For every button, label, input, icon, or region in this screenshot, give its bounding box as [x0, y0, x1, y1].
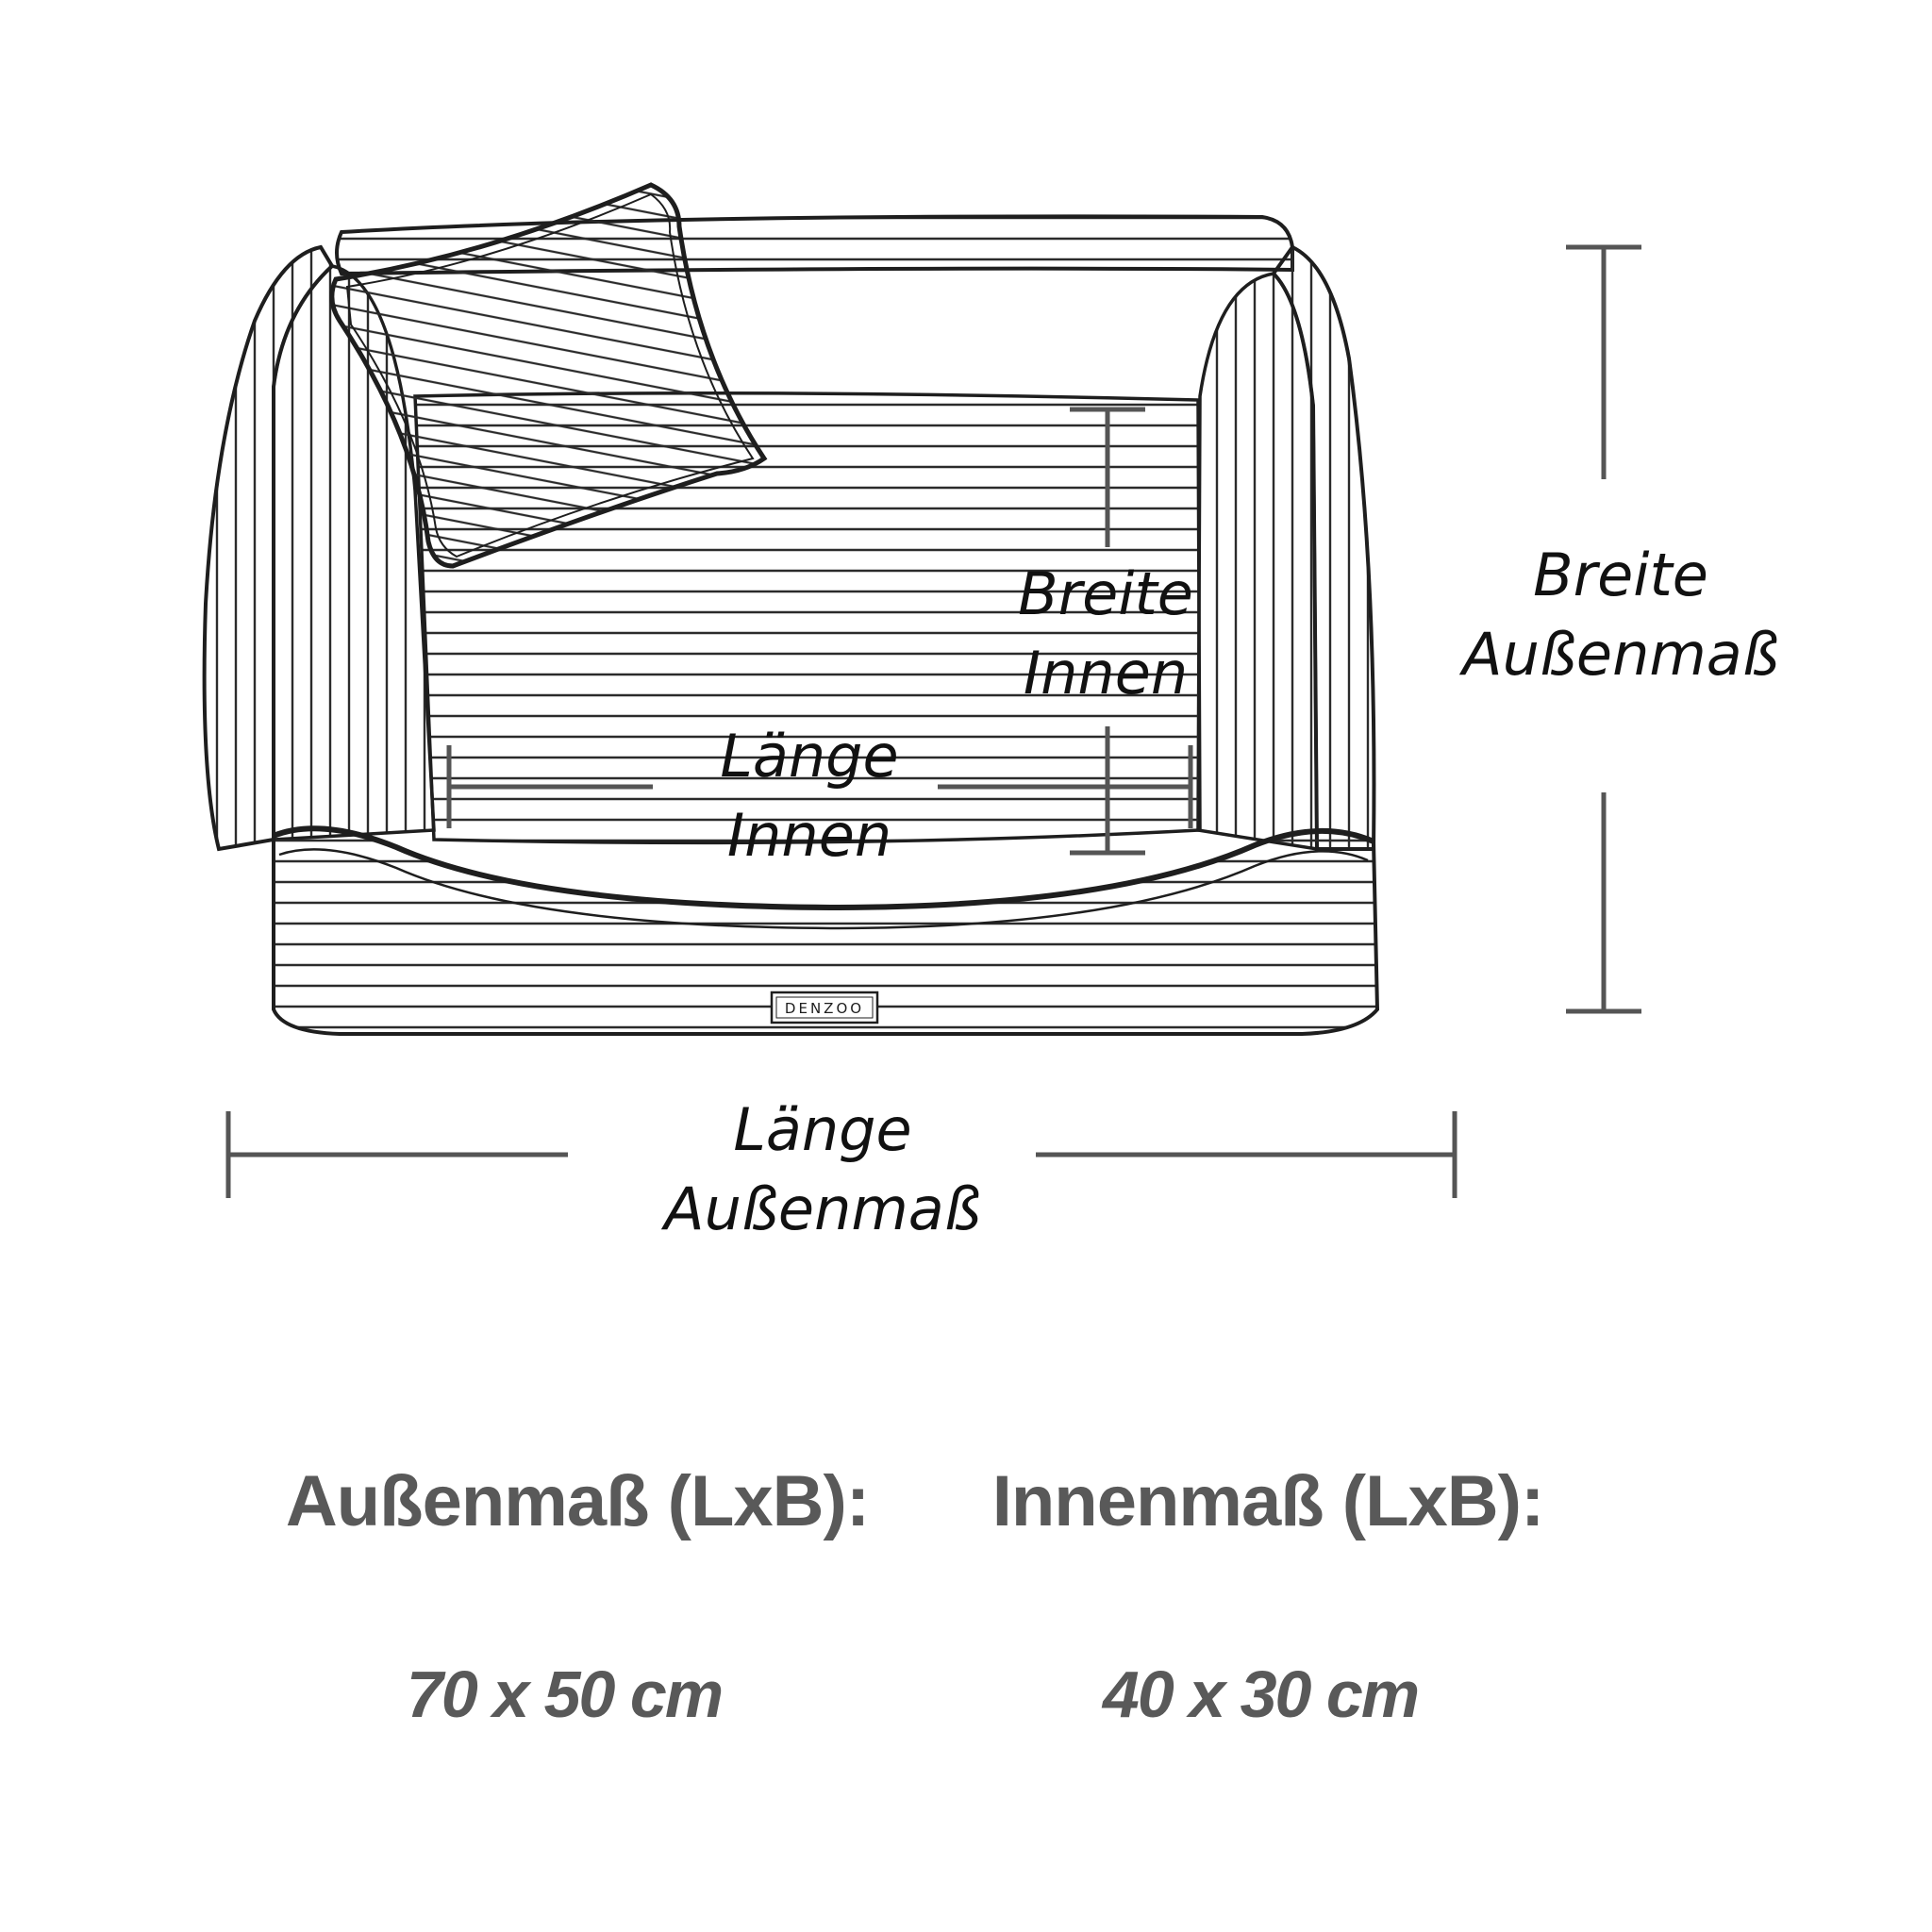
- outer-length-label: Länge Außenmaß: [664, 1091, 981, 1249]
- inner-length-label: Länge Innen: [720, 717, 898, 875]
- inner-spec-heading: Innenmaß (LxB):: [991, 1461, 1545, 1541]
- inner-spec-value: 40 x 30 cm: [1102, 1657, 1420, 1731]
- outer-width-dimension: [1566, 244, 1641, 1014]
- inner-width-label-line-2: Innen: [1023, 639, 1189, 708]
- outer-spec-heading: Außenmaß (LxB):: [285, 1461, 870, 1541]
- inner-width-label-line-1: Breite: [1018, 559, 1193, 628]
- outer-width-label-line-2: Außenmaß: [1462, 620, 1779, 689]
- inner-length-label-line-1: Länge: [720, 722, 899, 791]
- pillow: [329, 182, 768, 569]
- outer-spec-value: 70 x 50 cm: [406, 1657, 724, 1731]
- outer-width-label-line-1: Breite: [1533, 541, 1708, 609]
- front-bolster: [272, 825, 1380, 1036]
- outer-length-label-line-1: Länge: [733, 1095, 912, 1164]
- right-bolster: [1196, 244, 1376, 852]
- outer-width-label: Breite Außenmaß: [1462, 536, 1779, 694]
- inner-length-label-line-2: Innen: [726, 801, 892, 870]
- inner-width-label: Breite Innen: [1018, 555, 1193, 713]
- inner-width-dimension: [1070, 407, 1145, 856]
- outer-length-dimension: [225, 1111, 1457, 1198]
- brand-tag-text: DENZOO: [785, 1000, 864, 1017]
- outer-length-label-line-2: Außenmaß: [664, 1174, 981, 1243]
- inner-length-dimension: [446, 745, 1193, 828]
- brand-tag: DENZOO: [770, 991, 879, 1024]
